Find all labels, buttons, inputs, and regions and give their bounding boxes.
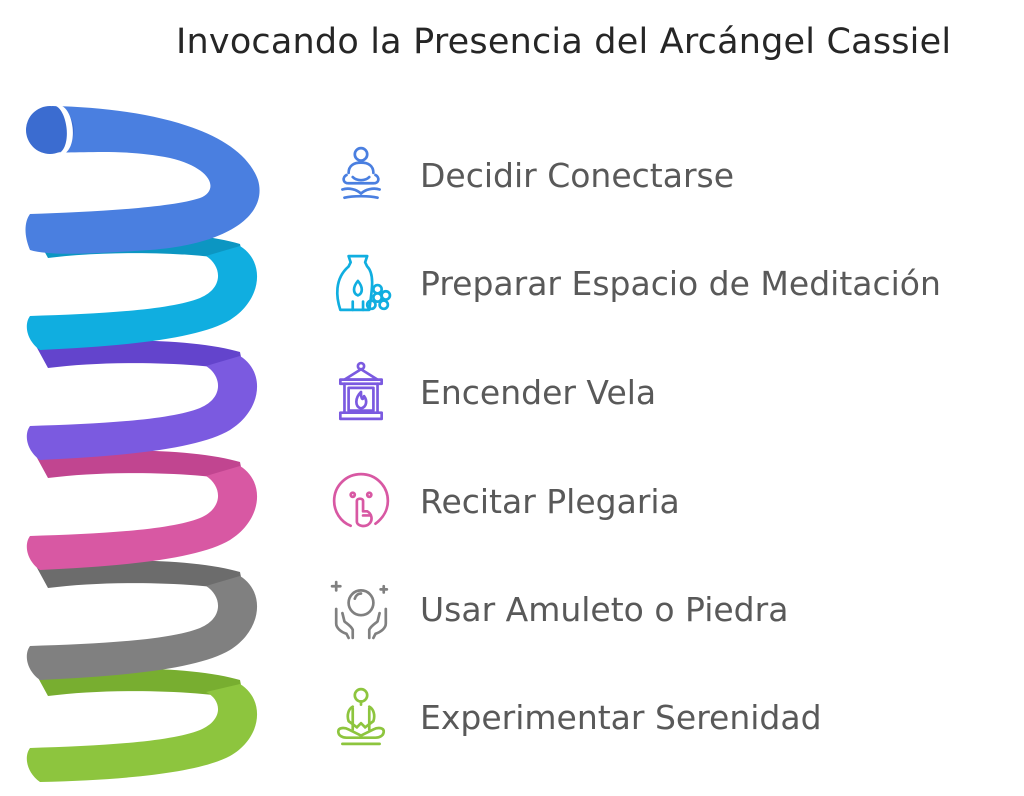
- coil-band-6: [26, 684, 258, 782]
- coil-back-band-5: [36, 560, 244, 592]
- coil-band-5: [26, 576, 258, 680]
- coil-end-cap: [26, 106, 74, 154]
- incense-vase-icon: [328, 250, 394, 316]
- lantern-candle-icon: [328, 359, 394, 425]
- step-6: Experimentar Serenidad: [328, 682, 822, 752]
- coil-band-4: [26, 466, 258, 570]
- yoga-person-icon: [328, 684, 394, 750]
- step-label: Encender Vela: [420, 372, 657, 412]
- step-2: Preparar Espacio de Meditación: [328, 248, 941, 318]
- coil-back-band-4: [36, 450, 244, 482]
- step-1: Decidir Conectarse: [328, 140, 734, 210]
- coil-band-1: [25, 106, 260, 254]
- coil-band-2: [26, 246, 258, 350]
- step-label: Usar Amuleto o Piedra: [420, 589, 789, 629]
- step-4: Recitar Plegaria: [328, 466, 680, 536]
- coil-band-3: [26, 356, 258, 460]
- diagram-title: Invocando la Presencia del Arcángel Cass…: [176, 22, 952, 62]
- meditation-person-icon: [328, 142, 394, 208]
- step-label: Experimentar Serenidad: [420, 697, 822, 737]
- step-3: Encender Vela: [328, 357, 656, 427]
- step-label: Preparar Espacio de Meditación: [420, 263, 941, 303]
- crystal-ball-hands-icon: [328, 576, 394, 642]
- step-label: Decidir Conectarse: [420, 155, 735, 195]
- coil-back-band-3: [36, 340, 244, 372]
- step-5: Usar Amuleto o Piedra: [328, 574, 788, 644]
- spiral-coil: [25, 106, 260, 782]
- step-label: Recitar Plegaria: [420, 481, 680, 521]
- silence-prayer-icon: [328, 468, 394, 534]
